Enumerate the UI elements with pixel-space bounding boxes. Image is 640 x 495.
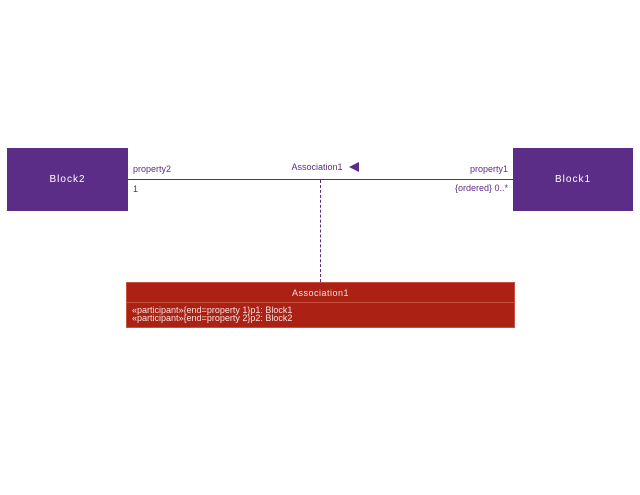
association-connector-line[interactable] (128, 179, 513, 180)
block1-shape[interactable]: Block1 (513, 148, 633, 211)
right-end-multiplicity-label: {ordered} 0..* (454, 183, 508, 193)
association-name-group: Association1 (240, 162, 410, 172)
association-dashed-anchor-line[interactable] (320, 180, 321, 282)
block1-label: Block1 (554, 174, 591, 185)
block2-label: Block2 (49, 174, 86, 185)
association-name-label: Association1 (291, 162, 343, 172)
right-end-role-label: property1 (469, 164, 508, 174)
direction-triangle-icon (348, 162, 359, 172)
block2-shape[interactable]: Block2 (7, 148, 128, 211)
participant-line: «participant»{end=property 2}p2: Block2 (132, 313, 293, 323)
association-block-body: «participant»{end=property 1}p1: Block1 … (127, 303, 514, 323)
left-end-multiplicity-label: 1 (133, 184, 139, 194)
association-block-title: Association1 (291, 287, 350, 298)
participant-line: «participant»{end=property 1}p1: Block1 (132, 305, 293, 315)
association-block-header: Association1 (127, 283, 514, 303)
left-end-role-label: property2 (133, 164, 172, 174)
association-block-shape[interactable]: Association1 «participant»{end=property … (126, 282, 515, 328)
